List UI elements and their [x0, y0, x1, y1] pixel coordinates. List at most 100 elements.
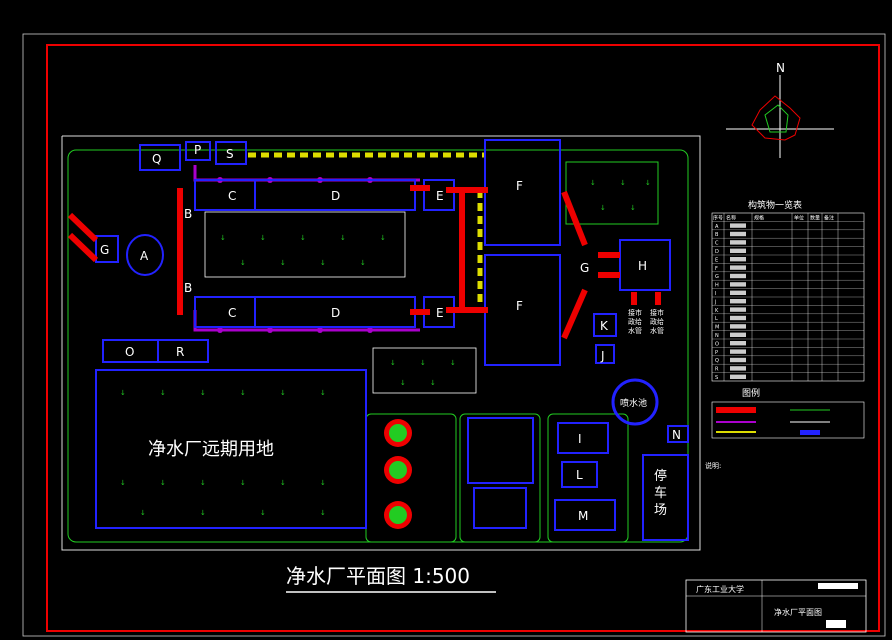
fountain-label: 喷水池 — [620, 397, 647, 409]
svg-text:水管: 水管 — [650, 326, 664, 335]
legend-header: 数量 — [810, 214, 820, 221]
unit-label-g1: G — [100, 243, 109, 257]
legend-row-name-block — [730, 324, 746, 329]
unit-a-circle — [126, 234, 164, 276]
grass-symbols: ↓↓↓↓↓ ↓↓↓↓ ↓↓↓↓↓↓ ↓↓↓↓↓↓ ↓↓↓↓ ↓↓↓ ↓↓ ↓↓↓… — [120, 179, 651, 517]
svg-text:↓: ↓ — [120, 479, 126, 487]
legend-row-name-block — [730, 341, 746, 346]
unit-label-i: I — [578, 432, 582, 446]
legend-row-letter: E — [715, 257, 718, 263]
purple-pipe-nodes — [217, 177, 373, 333]
svg-text:↓: ↓ — [645, 179, 651, 187]
legend-row-letter: G — [715, 274, 719, 280]
unit-label-d1: D — [331, 189, 340, 203]
svg-text:↓: ↓ — [240, 479, 246, 487]
svg-text:↓: ↓ — [240, 389, 246, 397]
svg-text:↓: ↓ — [420, 359, 426, 367]
legend-header: 序号 — [713, 214, 723, 221]
title-block-school: 广东工业大学 — [696, 584, 744, 594]
svg-text:↓: ↓ — [400, 379, 406, 387]
svg-text:↓: ↓ — [340, 234, 346, 242]
svg-text:↓: ↓ — [320, 479, 326, 487]
legend-row-letter: H — [715, 283, 719, 289]
svg-text:↓: ↓ — [320, 259, 326, 267]
svg-text:↓: ↓ — [280, 259, 286, 267]
legend-row-letter: D — [715, 249, 719, 255]
legend2-title: 图例 — [742, 387, 760, 399]
road-inner-3 — [547, 413, 629, 543]
parking-label-2: 车 — [654, 485, 667, 501]
parking-label-1: 停 — [654, 468, 667, 484]
unit-label-b1: B — [184, 207, 192, 221]
unit-label-a: A — [140, 249, 149, 263]
unit-label-k: K — [600, 319, 609, 333]
unit-label-e2: E — [436, 306, 444, 320]
svg-text:↓: ↓ — [120, 389, 126, 397]
legend-row-letter: S — [715, 375, 718, 381]
svg-text:↓: ↓ — [280, 479, 286, 487]
svg-text:↓: ↓ — [160, 389, 166, 397]
legend-row-name-block — [730, 290, 746, 295]
unit-label-s: S — [226, 147, 234, 161]
legend-row-letter: L — [715, 316, 718, 322]
wash-pipe-labels: 接市 政给 水管 接市 政给 水管 — [628, 308, 664, 335]
legend-row-letter: C — [715, 241, 719, 247]
unit-label-f1: F — [516, 179, 523, 193]
legend-row-letter: O — [715, 341, 719, 347]
unit-label-d2: D — [331, 306, 340, 320]
svg-text:↓: ↓ — [260, 509, 266, 517]
legend-row-name-block — [730, 299, 746, 304]
svg-text:↓: ↓ — [300, 234, 306, 242]
svg-text:↓: ↓ — [590, 179, 596, 187]
legend-row-letter: J — [714, 299, 716, 305]
svg-text:↓: ↓ — [600, 204, 606, 212]
svg-text:↓: ↓ — [380, 234, 386, 242]
unit-label-j: J — [600, 349, 605, 363]
svg-text:↓: ↓ — [240, 259, 246, 267]
legend-row-name-block — [730, 273, 746, 279]
unit-label-c1: C — [228, 189, 236, 203]
site-boundary — [61, 135, 701, 551]
unit-label-r: R — [176, 345, 184, 359]
svg-text:↓: ↓ — [620, 179, 626, 187]
svg-text:政给: 政给 — [650, 317, 664, 326]
svg-text:接市: 接市 — [650, 308, 664, 317]
legend-row-name-block — [730, 240, 746, 245]
legend-row-letter: P — [715, 350, 718, 356]
unit-label-m: M — [578, 509, 588, 523]
svg-text:↓: ↓ — [360, 259, 366, 267]
legend-row-name-block — [730, 231, 746, 237]
legend-row-name-block — [730, 257, 746, 262]
unit-label-l: L — [576, 468, 583, 482]
svg-text:↓: ↓ — [140, 509, 146, 517]
svg-text:↓: ↓ — [630, 204, 636, 212]
svg-text:↓: ↓ — [320, 389, 326, 397]
legend-row-letter: Q — [715, 358, 719, 364]
north-compass: N — [726, 61, 834, 158]
svg-text:↓: ↓ — [390, 359, 396, 367]
legend-row-name-block — [730, 282, 746, 287]
svg-text:接市: 接市 — [628, 308, 642, 317]
north-label: N — [776, 61, 785, 75]
legend-title: 构筑物一览表 — [748, 199, 802, 211]
svg-text:↓: ↓ — [200, 389, 206, 397]
unit-label-o: O — [125, 345, 134, 359]
svg-text:↓: ↓ — [220, 234, 226, 242]
unit-label-f2: F — [516, 299, 523, 313]
title-block: 广东工业大学 净水厂平面图 — [685, 579, 867, 633]
svg-text:↓: ↓ — [320, 509, 326, 517]
legend-row-name-block — [730, 366, 746, 371]
legend-row-letter: N — [715, 333, 719, 339]
legend-row-name-block — [730, 223, 746, 228]
legend-row-name-block — [730, 265, 746, 270]
svg-text:水管: 水管 — [628, 326, 642, 335]
svg-text:↓: ↓ — [280, 389, 286, 397]
legend-row-name-block — [730, 349, 746, 354]
water-pipes-red — [67, 185, 661, 340]
legend-row-letter: K — [715, 308, 719, 314]
legend-row-name-block — [730, 307, 746, 312]
title-block-drawing: 净水厂平面图 — [774, 607, 822, 617]
legend-header: 备注 — [824, 214, 834, 221]
notes-title: 说明: — [705, 461, 721, 470]
legend-header: 名称 — [726, 214, 736, 221]
